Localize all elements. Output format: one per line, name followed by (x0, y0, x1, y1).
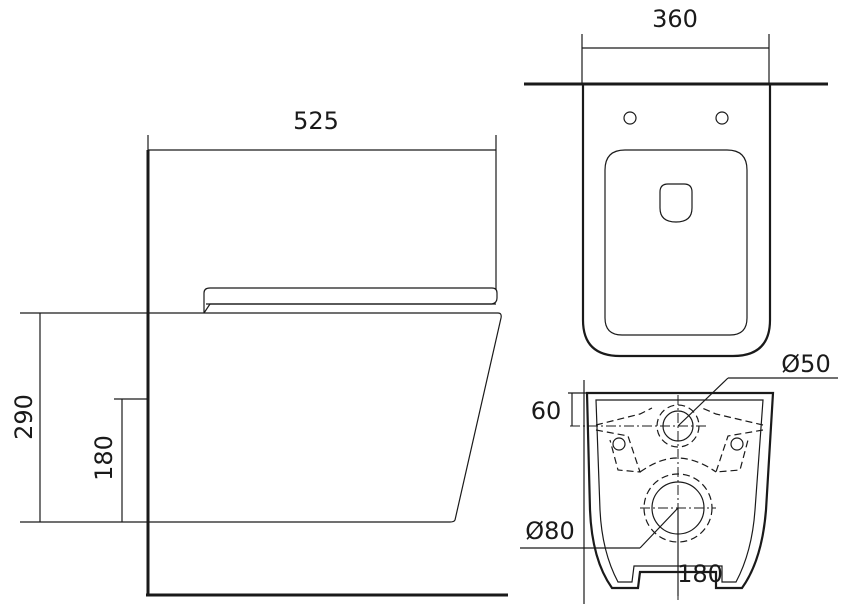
toilet-side-seat (203, 287, 498, 314)
side-view: 525 290 180 (10, 107, 508, 597)
dim-d50-leader (677, 377, 729, 427)
rear-view: 60 Ø50 Ø80 180 (520, 350, 838, 604)
rear-hole-right (730, 437, 744, 451)
rear-hidden-trap (639, 457, 717, 473)
dim-525-label: 525 (293, 107, 339, 135)
top-view: 360 (524, 5, 828, 358)
top-fixing-hole-left (623, 111, 637, 125)
toilet-rear-outline (585, 391, 775, 590)
rear-hidden-right-channel (701, 407, 764, 473)
dim-60-label: 60 (531, 397, 562, 425)
toilet-top-rim (604, 149, 748, 336)
dim-d80-label: Ø80 (525, 517, 574, 545)
dim-360-label: 360 (652, 5, 698, 33)
dim-d50-label: Ø50 (781, 350, 830, 378)
top-fixing-hole-right (715, 111, 729, 125)
toilet-top-outline (581, 84, 772, 358)
dim-d80-leader (639, 507, 679, 549)
toilet-top-drain (659, 183, 693, 223)
toilet-side-body (148, 312, 502, 523)
dim-180-rear-label: 180 (677, 560, 723, 588)
dim-290-label: 290 (10, 394, 38, 440)
rear-hole-left (612, 437, 626, 451)
toilet-rear-inner (595, 399, 764, 583)
dim-180-side-label: 180 (90, 435, 118, 481)
